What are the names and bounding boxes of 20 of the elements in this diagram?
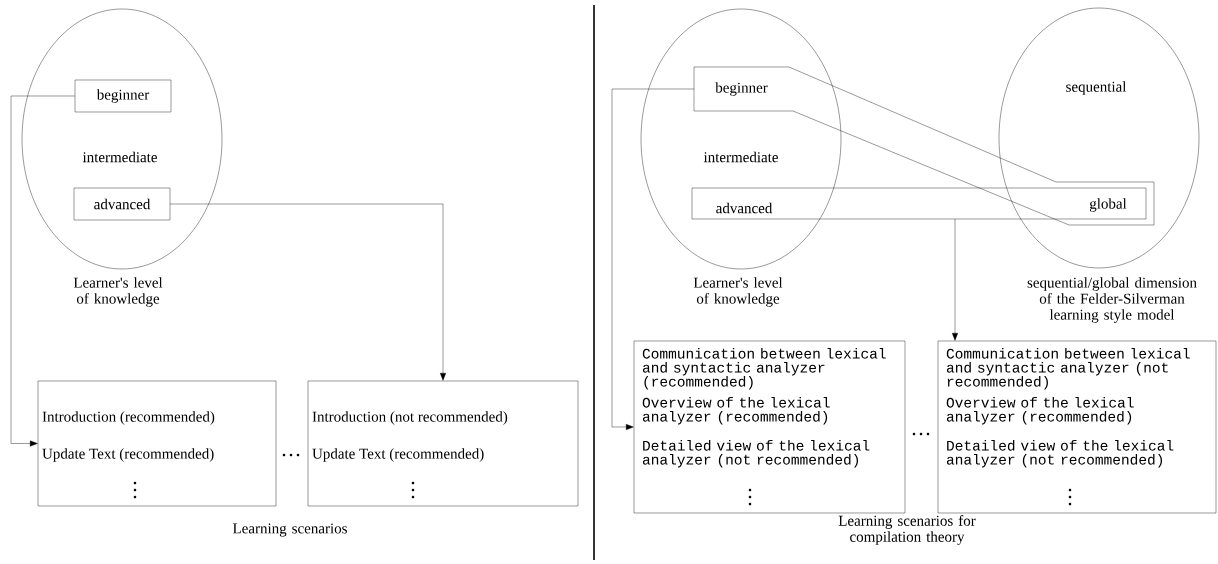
- level-box: beginner: [74, 79, 172, 113]
- group-caption: sequential/global dimension of the Felder-Silverman learning style model: [1027, 277, 1197, 323]
- arrow: [952, 218, 958, 341]
- group-caption: Learner's level of knowledge: [693, 277, 783, 307]
- scenario-box: Introduction (not recommended) Update Text (recommended): [307, 380, 579, 507]
- scenario-caption: Learning scenarios: [233, 523, 347, 537]
- arrow: [169, 203, 446, 381]
- level-box: advanced: [73, 187, 171, 221]
- arrow: [611, 88, 695, 430]
- scenario-box: Communication between lexical and syntactic analyzer (recommended) Overview of the lexical analyzer (recommended) Detailed view of the lexical analyzer (not recommended): [633, 340, 906, 514]
- scenario-box: Introduction (recommended) Update Text (recommended): [37, 380, 277, 507]
- linked-box: advanced global: [691, 187, 1147, 220]
- group-caption: Learner's level of knowledge: [73, 277, 163, 307]
- arrow: [10, 95, 76, 447]
- group-label: intermediate: [82, 151, 157, 163]
- scenario-caption: Learning scenarios for compilation theory: [838, 515, 976, 545]
- group-label: intermediate: [703, 151, 778, 163]
- scenario-box: Communication between lexical and syntactic analyzer (not recommended) Overview of the lexical analyzer (recommended) Detailed view of the lexical analyzer (not recommended): [937, 340, 1217, 514]
- group-label: sequential: [1066, 81, 1127, 95]
- level-label: beginner: [715, 82, 768, 96]
